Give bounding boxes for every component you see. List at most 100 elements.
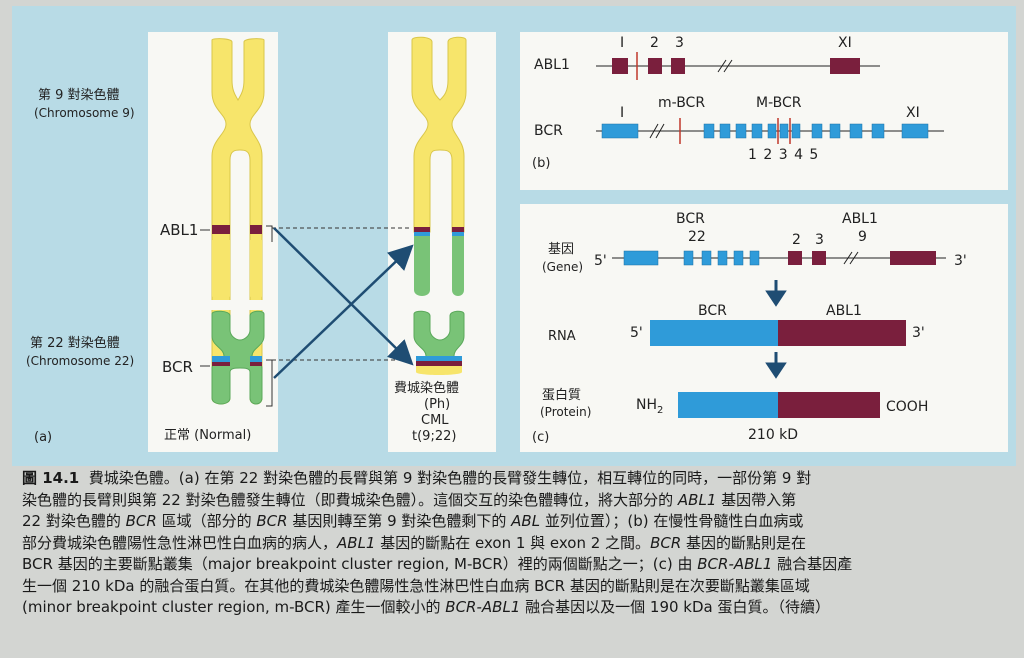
caption-text-7a: (minor breakpoint cluster region, m-BCR)… bbox=[22, 598, 446, 616]
fusion-exon-2-label: 2 bbox=[792, 232, 801, 248]
philadelphia-chromosome bbox=[413, 310, 465, 375]
protein-label-zh: 蛋白質 bbox=[542, 388, 582, 403]
abl1-exon-XI bbox=[830, 58, 860, 74]
chromosome-9-derivative bbox=[411, 36, 467, 296]
fusion-abl1-label: ABL1 bbox=[842, 211, 878, 227]
caption-text-3c: 區域（部分的 bbox=[156, 512, 257, 530]
abl1-exon-2-label: 2 bbox=[650, 35, 659, 51]
panel-b-abl1: ABL1 bbox=[534, 57, 570, 73]
gene-label-en: (Gene) bbox=[542, 260, 584, 274]
panel-b-bcr: BCR bbox=[534, 123, 563, 139]
cml-label: CML bbox=[421, 413, 449, 428]
caption-text-4b: ABL1 bbox=[337, 533, 376, 552]
fusion-abl1-exon-XI bbox=[890, 251, 936, 265]
nh-subscript: 2 bbox=[657, 404, 664, 416]
chr9-label-en: (Chromosome 9) bbox=[34, 106, 135, 120]
caption-text-5b: BCR-ABL1 bbox=[697, 555, 773, 573]
caption-text-5a: BCR 基因的主要斷點叢集（major breakpoint cluster r… bbox=[22, 555, 698, 573]
arrow-bcr-to-der9 bbox=[273, 244, 414, 379]
panel-b-tag: (b) bbox=[532, 156, 551, 171]
abl1-band-normal-9 bbox=[212, 225, 230, 234]
protein-abl1-segment bbox=[778, 392, 880, 418]
normal-label: 正常 (Normal) bbox=[164, 428, 252, 443]
nh2-label: NH2 bbox=[636, 398, 663, 418]
caption-text-5c: 融合基因產 bbox=[772, 555, 853, 573]
nh-text: NH bbox=[636, 397, 657, 413]
abl1-exon-I-label: I bbox=[620, 35, 625, 51]
fusion-bcr-exon-1 bbox=[623, 250, 659, 266]
caption-text-2c: 基因帶入第 bbox=[716, 490, 797, 509]
caption-text-4d: BCR bbox=[650, 533, 682, 552]
caption-text-7c: 融合基因以及一個 190 kDa 蛋白質。（待續） bbox=[520, 598, 830, 616]
bcr-label: BCR bbox=[162, 358, 193, 376]
fusion-exon-3-label: 3 bbox=[815, 232, 824, 248]
rna-bcr-segment bbox=[650, 320, 778, 346]
caption-text-3b: BCR bbox=[125, 512, 157, 530]
caption-line-7: (minor breakpoint cluster region, m-BCR)… bbox=[22, 597, 1018, 619]
chr22-label-en: (Chromosome 22) bbox=[26, 354, 135, 368]
bcr-exon-XI bbox=[901, 123, 929, 139]
caption-line-4: 部分費城染色體陽性急性淋巴性白血病的病人，ABL1 基因的斷點在 exon 1 … bbox=[22, 533, 1018, 555]
abl1-exon-3 bbox=[671, 58, 685, 74]
protein-bcr-segment bbox=[678, 392, 778, 418]
abl1-exon-2 bbox=[648, 58, 662, 74]
m-bcr-label: m-BCR bbox=[658, 95, 706, 111]
caption-text-3e: 基因則轉至第 9 對染色體剩下的 bbox=[287, 512, 512, 530]
abl1-label: ABL1 bbox=[160, 221, 199, 239]
bcr-exon-XI-label: XI bbox=[906, 105, 920, 121]
M-bcr-label: M-BCR bbox=[756, 95, 802, 111]
protein-label-en: (Protein) bbox=[540, 405, 592, 419]
caption-text-2a: 染色體的長臂則與第 22 對染色體發生轉位（即費城染色體）。這個交互的染色體轉位… bbox=[22, 490, 678, 509]
arrow-gene-to-rna bbox=[765, 280, 787, 307]
caption-text-2b: ABL1 bbox=[677, 490, 717, 509]
rna-abl1-label: ABL1 bbox=[826, 303, 862, 319]
rna-bcr-label: BCR bbox=[698, 303, 727, 319]
rna-abl1-segment bbox=[778, 320, 906, 346]
caption-text-7b: BCR-ABL1 bbox=[445, 598, 521, 616]
ph-label-zh: 費城染色體 bbox=[394, 381, 460, 396]
figure-number: 圖 14.1 bbox=[22, 469, 80, 487]
rna-label: RNA bbox=[548, 329, 576, 344]
caption-text-4e: 基因的斷點則是在 bbox=[681, 533, 807, 552]
fusion-abl1-exon-3 bbox=[812, 251, 826, 265]
mbcr-exon-numbers: 1 2 3 4 5 bbox=[748, 147, 820, 163]
t922-label: t(9;22) bbox=[412, 429, 457, 444]
caption-text-4a: 部分費城染色體陽性急性淋巴性白血病的病人， bbox=[22, 533, 338, 552]
abl1-exon-XI-label: XI bbox=[838, 35, 852, 51]
caption-text-3g: 並列位置）；(b) 在慢性骨髓性白血病或 bbox=[540, 512, 804, 530]
rna-3prime: 3' bbox=[912, 325, 925, 341]
caption-text-1: 費城染色體。(a) 在第 22 對染色體的長臂與第 9 對染色體的長臂發生轉位，… bbox=[88, 469, 812, 487]
caption-line-3: 22 對染色體的 BCR 區域（部分的 BCR 基因則轉至第 9 對染色體剩下的… bbox=[22, 511, 1018, 533]
panel-c-tag: (c) bbox=[532, 430, 550, 445]
abl1-exon-3-label: 3 bbox=[675, 35, 684, 51]
caption-text-4c: 基因的斷點在 exon 1 與 exon 2 之間。 bbox=[375, 533, 651, 552]
caption-line-5: BCR 基因的主要斷點叢集（major breakpoint cluster r… bbox=[22, 554, 1018, 576]
panel-b-bg bbox=[520, 32, 1008, 190]
caption-line-1: 圖 14.1 費城染色體。(a) 在第 22 對染色體的長臂與第 9 對染色體的… bbox=[22, 468, 1018, 490]
protein-kd-label: 210 kD bbox=[748, 427, 799, 443]
abl1-band-normal-9b bbox=[250, 225, 262, 234]
ph-label: (Ph) bbox=[424, 397, 451, 412]
caption-line-2: 染色體的長臂則與第 22 對染色體發生轉位（即費城染色體）。這個交互的染色體轉位… bbox=[22, 490, 1018, 512]
arrow-rna-to-protein bbox=[765, 352, 787, 379]
gene-5prime: 5' bbox=[594, 253, 607, 269]
caption-text-3f: ABL bbox=[511, 512, 541, 530]
chr9-label-zh: 第 9 對染色體 bbox=[38, 88, 120, 103]
caption-text-3d: BCR bbox=[256, 512, 288, 530]
abl1-exon-I bbox=[612, 58, 628, 74]
fusion-bcr-label: BCR bbox=[676, 211, 705, 227]
chromosome-22-normal bbox=[211, 310, 265, 405]
gene-label-zh: 基因 bbox=[548, 242, 575, 257]
rna-5prime: 5' bbox=[630, 325, 643, 341]
caption-text-6: 生一個 210 kDa 的融合蛋白質。在其他的費城染色體陽性急性淋巴性白血病 B… bbox=[22, 576, 810, 595]
chr22-label-zh: 第 22 對染色體 bbox=[30, 336, 120, 351]
cooh-label: COOH bbox=[886, 399, 929, 415]
fusion-22-label: 22 bbox=[688, 229, 706, 245]
bcr-exon-I-label: I bbox=[620, 105, 625, 121]
gene-3prime: 3' bbox=[954, 253, 967, 269]
fusion-abl1-exon-2 bbox=[788, 251, 802, 265]
figure-caption: 圖 14.1 費城染色體。(a) 在第 22 對染色體的長臂與第 9 對染色體的… bbox=[22, 468, 1018, 619]
fusion-9-label: 9 bbox=[858, 229, 867, 245]
